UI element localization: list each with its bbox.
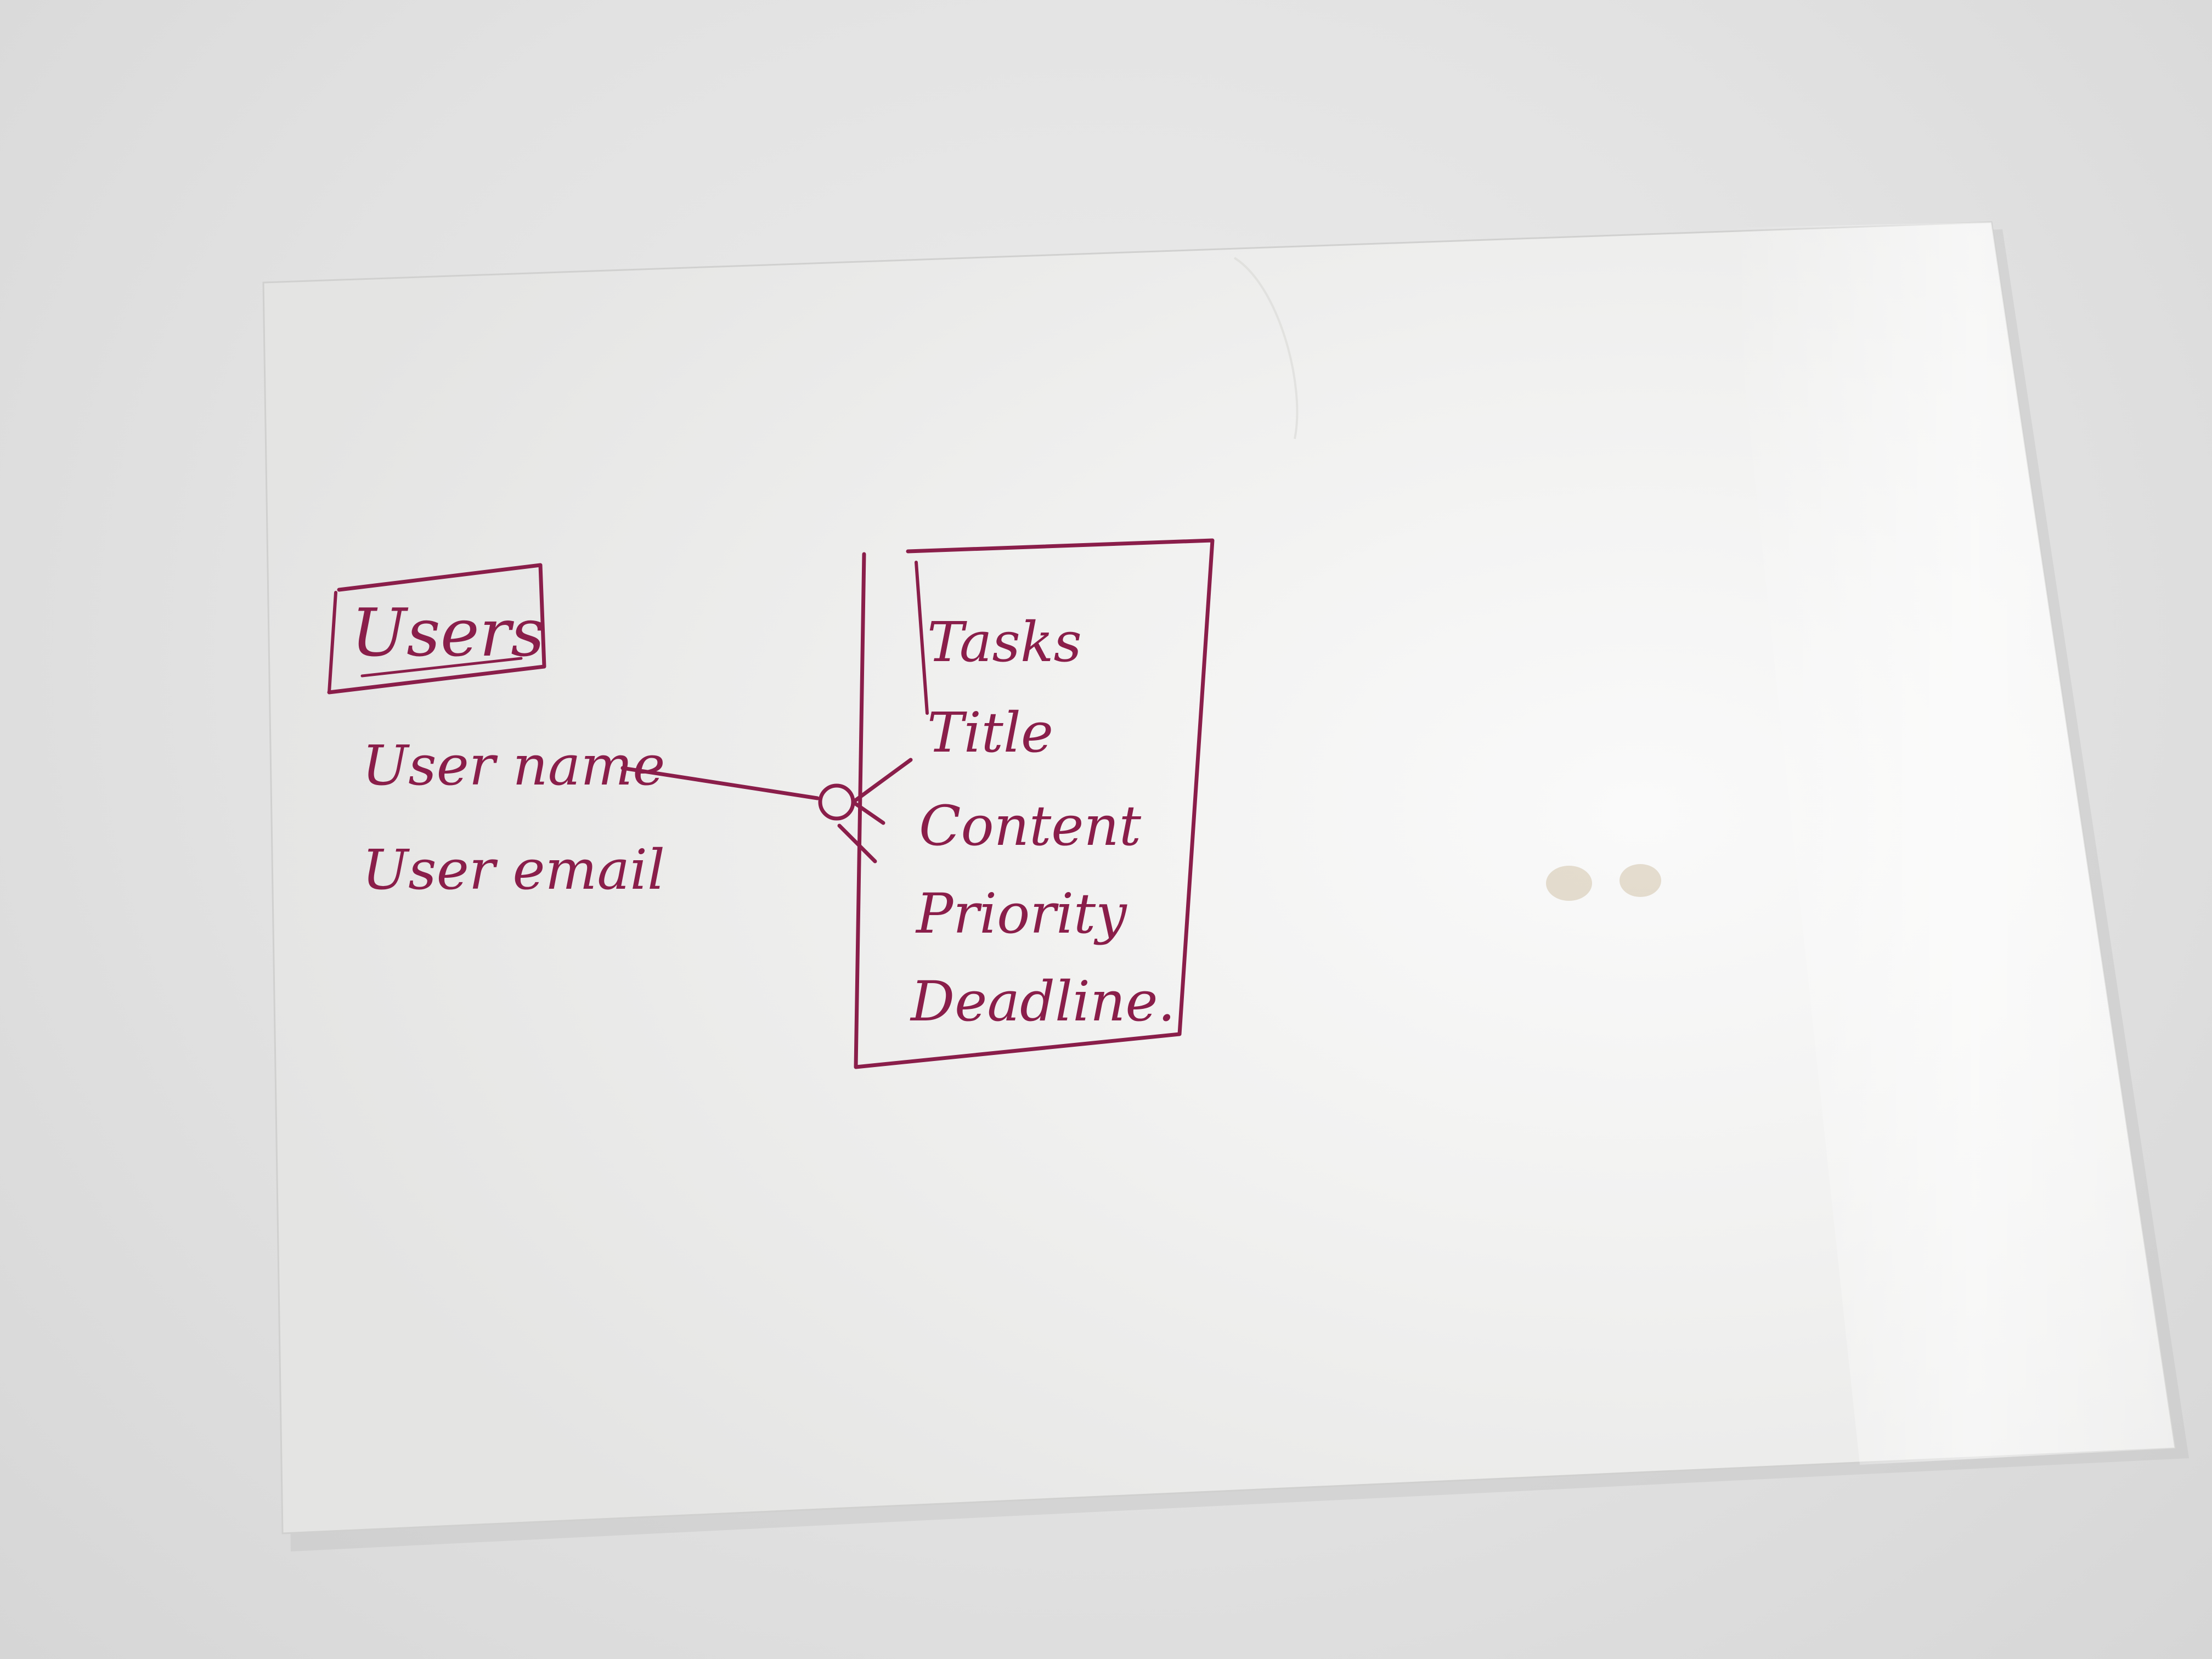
tasks-title: Tasks (927, 610, 1082, 674)
tasks-attribute: Content (919, 794, 1142, 858)
tasks-box (854, 538, 1215, 1069)
entity-users: Users User name User email (327, 563, 665, 902)
tasks-attribute: Deadline. (910, 969, 1175, 1034)
users-title-underline (360, 657, 523, 678)
paper-sheet (262, 221, 2189, 1551)
entity-tasks: Tasks Title Content Priority Deadline. (854, 538, 1215, 1069)
tasks-attribute: Priority (915, 882, 1127, 946)
users-attribute: User email (362, 838, 665, 902)
users-title-box (327, 563, 546, 695)
relationship-line (620, 766, 820, 800)
tasks-attribute: Title (927, 701, 1053, 765)
relationship-users-tasks (620, 758, 913, 864)
users-attribute: User name (362, 733, 665, 798)
